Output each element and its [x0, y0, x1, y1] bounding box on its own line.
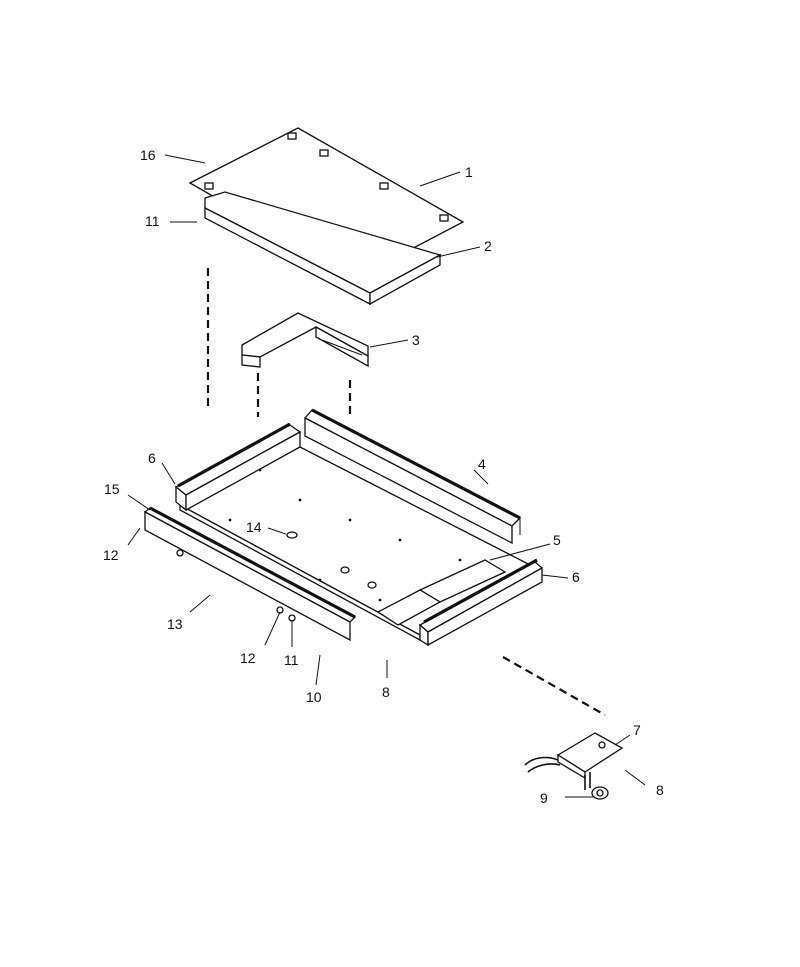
- callout-11-top: 11: [145, 213, 160, 229]
- callout-3: 3: [412, 332, 420, 348]
- callouts: 1 2 3 4 5 6 6 7 8 8 9 10 11 11 12 12 13 …: [103, 147, 664, 806]
- leader-lines: [127, 154, 646, 798]
- part-3-l-block: [241, 312, 369, 368]
- callout-4: 4: [478, 456, 486, 472]
- callout-9: 9: [540, 790, 548, 806]
- assembly-lines: [206, 268, 606, 716]
- callout-10: 10: [306, 689, 322, 705]
- callout-5: 5: [553, 532, 561, 548]
- part-15-front-rail: [143, 506, 357, 642]
- base-tray-frame: [143, 408, 544, 647]
- callout-1: 1: [465, 164, 473, 180]
- callout-11-front: 11: [284, 652, 299, 668]
- part-9-sensor: [591, 786, 609, 800]
- callout-13: 13: [167, 616, 183, 632]
- part-2-insulation-pad: [204, 191, 442, 306]
- part-6-left-rail: [174, 422, 302, 512]
- callout-15: 15: [104, 481, 120, 497]
- part-4-rear-rail: [303, 408, 522, 545]
- callout-6-right: 6: [572, 569, 580, 585]
- heater-strip: [376, 559, 507, 626]
- part-6-right-rail: [418, 558, 544, 647]
- callout-8-bracket: 8: [656, 782, 664, 798]
- callout-16: 16: [140, 147, 156, 163]
- part-7-bracket: [524, 732, 624, 790]
- callout-2: 2: [484, 238, 492, 254]
- callout-12-front: 12: [240, 650, 256, 666]
- callout-6-left: 6: [148, 450, 156, 466]
- callout-12-left: 12: [103, 547, 119, 563]
- callout-7: 7: [633, 722, 641, 738]
- tray-hardware: [176, 468, 462, 622]
- callout-14: 14: [246, 519, 262, 535]
- callout-8-tray: 8: [382, 684, 390, 700]
